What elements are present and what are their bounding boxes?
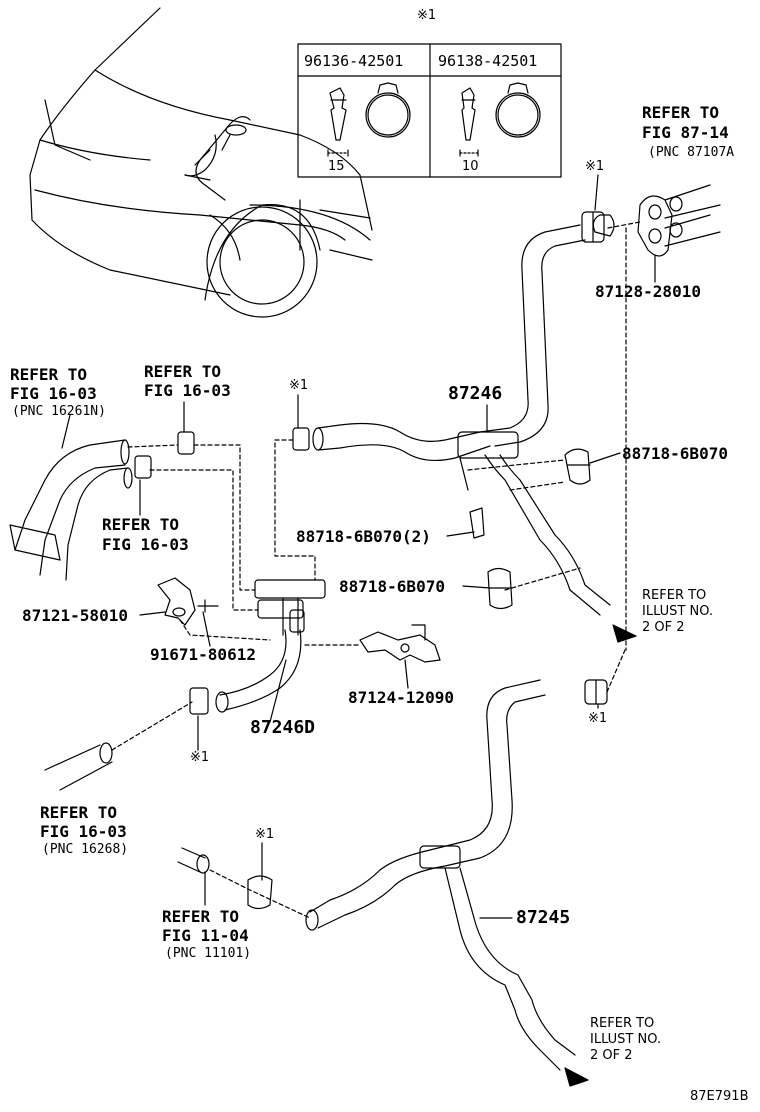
hose-16268 [44,742,113,791]
table-marker: ※1 [417,8,437,23]
leader-lines [111,221,641,919]
marker-1-centre: ※1 [289,378,309,393]
clamp-88718-middle [487,567,513,610]
part-87128-28010: 87128-28010 [595,282,701,301]
part-88718-6b070-2: 88718-6B070(2) [296,527,431,546]
figure-code: 87E791B [690,1089,749,1104]
ref-11-04-line3: (PNC 11101) [165,946,252,961]
ref-87-14-line2: FIG 87-14 [642,123,729,142]
ref-16-03d-line2: FIG 16-03 [40,822,127,841]
ref-16-03b-line1: REFER TO [144,362,222,381]
ref-11-04-line2: FIG 11-04 [162,926,249,945]
arrow-illust-b [564,1067,589,1087]
part-87245: 87245 [516,907,571,928]
part-91671-80612: 91671-80612 [150,645,256,664]
part-88718-6b070-middle: 88718-6B070 [339,577,445,596]
pipe-11101 [177,847,273,910]
ref-87-14-line3: (PNC 87107A [648,145,735,160]
upper-hose-87246 [312,224,611,616]
ref-16-03a-line1: REFER TO [10,365,88,384]
ref-16-03d-line3: (PNC 16268) [42,842,129,857]
solid-leaders [61,174,656,919]
table-col1-dim: 15 [328,159,345,174]
table-col2-dim: 10 [462,159,479,174]
table-col1-part: 96136-42501 [304,52,404,70]
table-col2-part: 96138-42501 [438,52,538,70]
tee-union-87246D [215,579,326,713]
part-88718-6b070-right: 88718-6B070 [622,444,728,463]
vehicle-sketch [29,7,373,318]
ref-16-03c-line1: REFER TO [102,515,180,534]
clamp-top-right [581,211,605,243]
ref-16-03a-line2: FIG 16-03 [10,384,97,403]
clamp-88718-2 [469,507,485,539]
lower-hose-87245 [305,679,608,1071]
bracket-87121 [157,577,219,626]
ref-illust-2of2-lower: REFER TO ILLUST NO. 2 OF 2 [590,1016,662,1063]
part-87121-58010: 87121-58010 [22,606,128,625]
ref-87-14-line1: REFER TO [642,103,720,122]
ref-11-04-line1: REFER TO [162,907,240,926]
ref-16-03b-line2: FIG 16-03 [144,381,231,400]
clamp-table [297,43,562,178]
bracket-87124 [359,624,441,663]
part-87124-12090: 87124-12090 [348,688,454,707]
ref-16-03a-line3: (PNC 16261N) [12,404,106,419]
arrow-illust-a [612,624,637,643]
left-hoses-16-03 [9,439,133,581]
part-87246d: 87246D [250,717,316,738]
clips [134,427,310,715]
ref-illust-2of2-upper: REFER TO ILLUST NO. 2 OF 2 [642,588,714,635]
ref-16-03c-line2: FIG 16-03 [102,535,189,554]
grommet-87128 [592,184,721,257]
marker-1-lower: ※1 [255,827,275,842]
clamp-88718-right [564,448,591,485]
marker-1-top-right: ※1 [585,159,605,174]
ref-16-03d-line1: REFER TO [40,803,118,822]
part-87246: 87246 [448,383,503,404]
marker-1-left: ※1 [190,750,210,765]
marker-1-right: ※1 [588,711,608,726]
